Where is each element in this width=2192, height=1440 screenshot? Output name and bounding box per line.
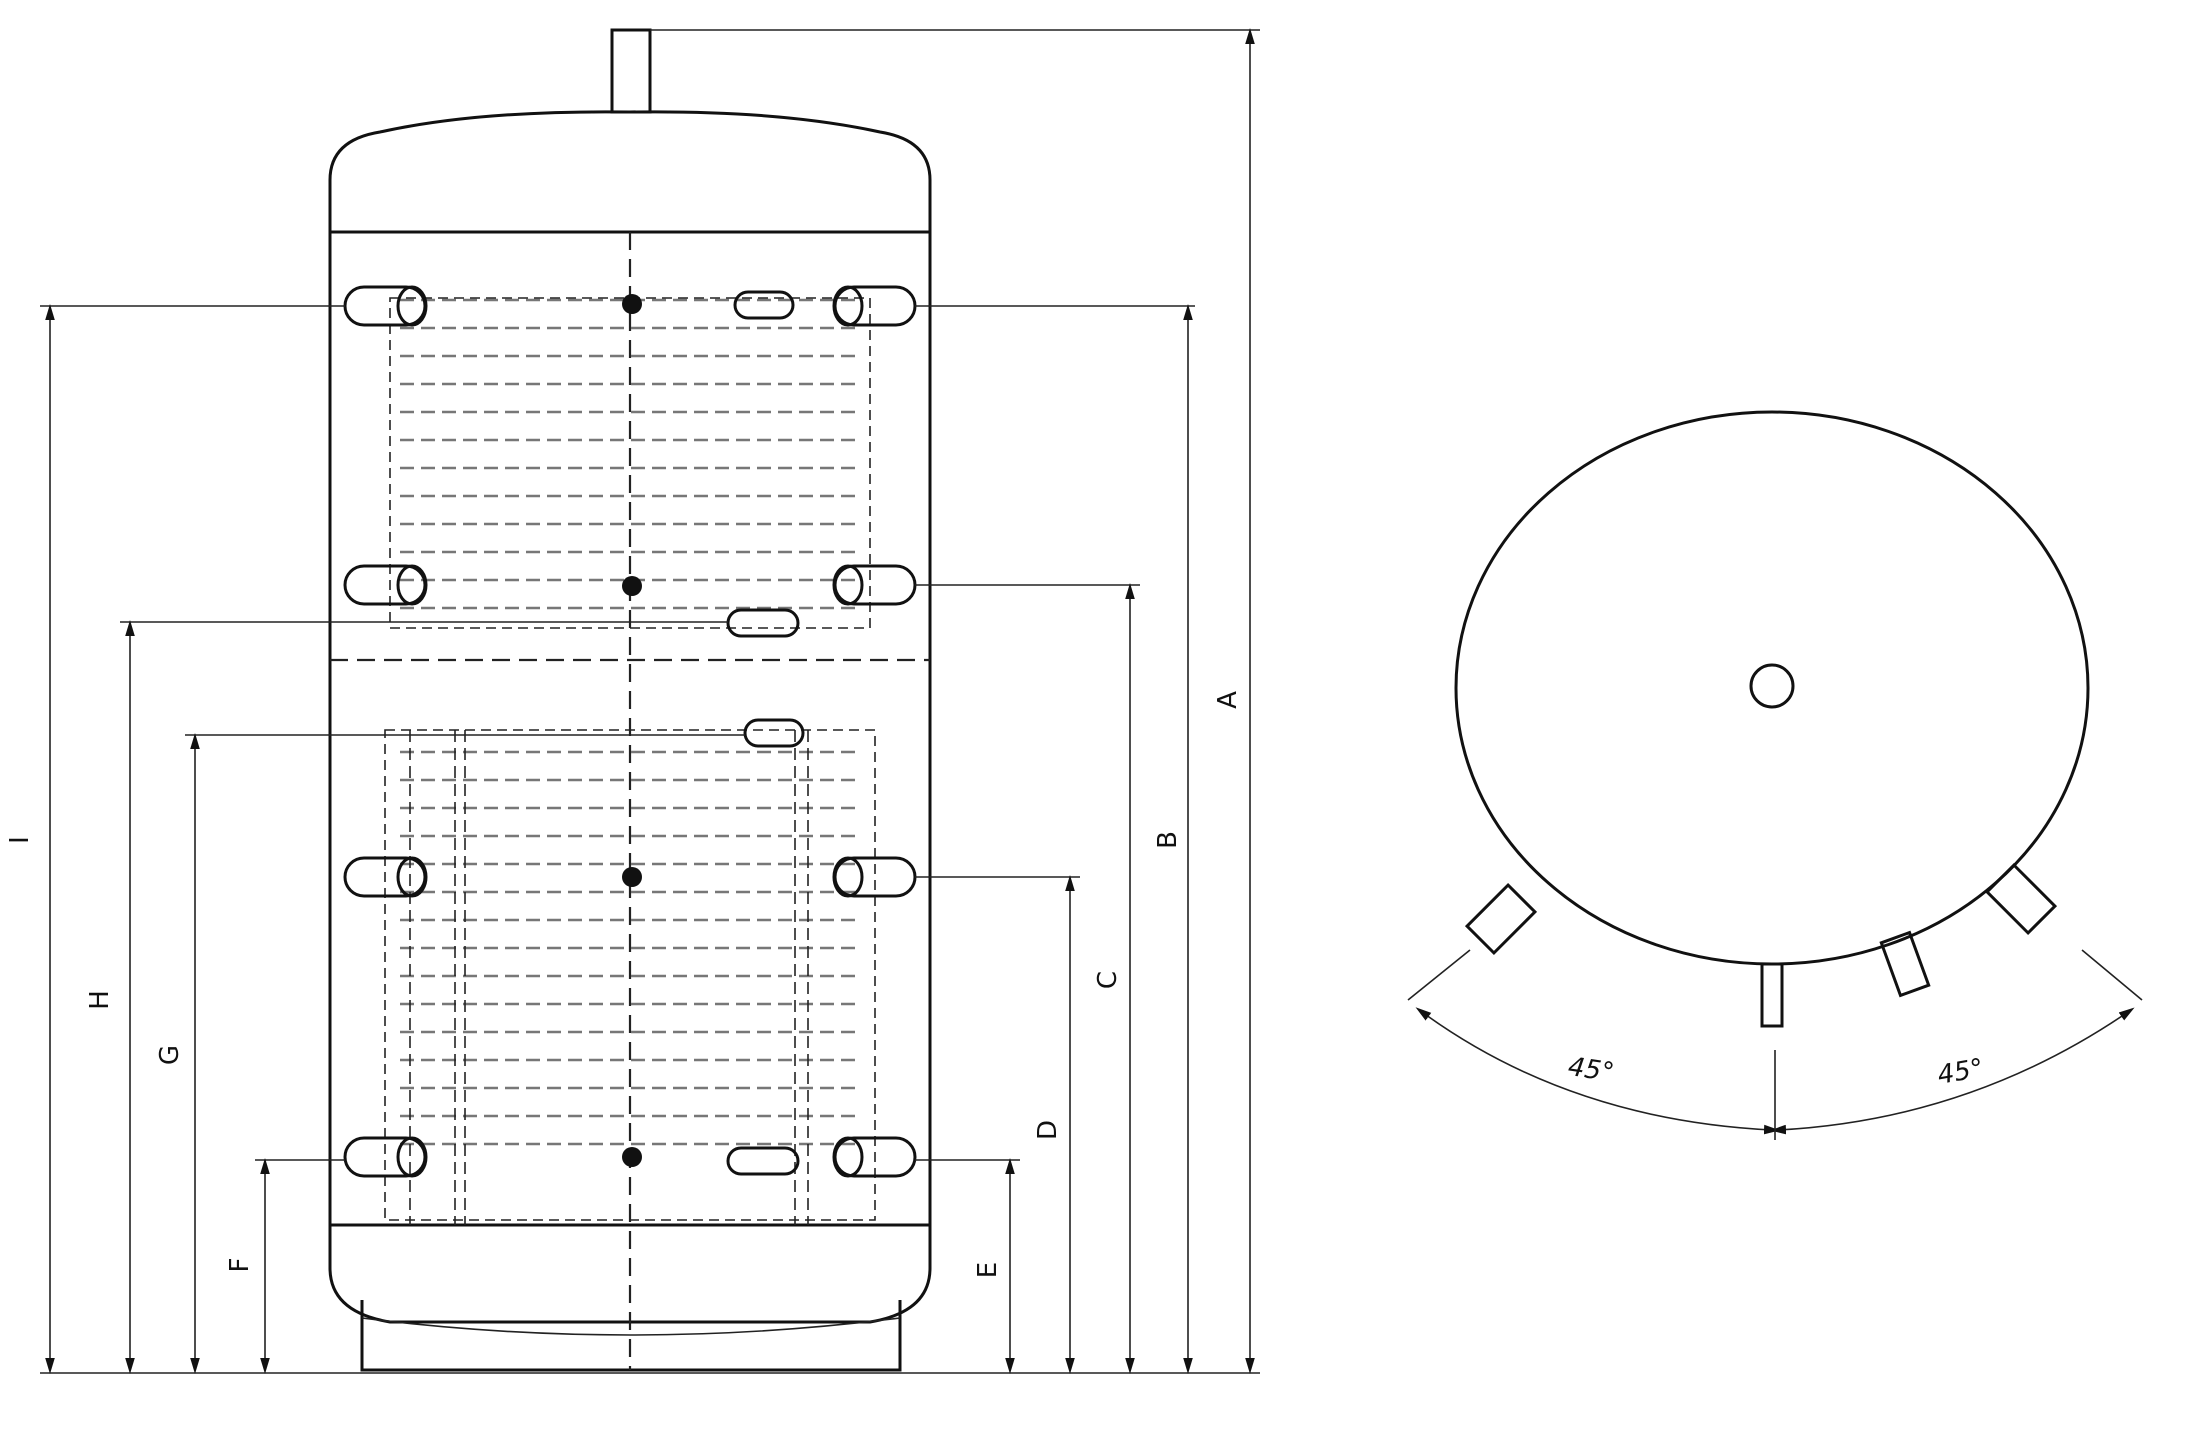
connection-stub — [1984, 862, 2058, 936]
sensor-port — [622, 1147, 642, 1167]
sensor-port — [622, 867, 642, 887]
angle-label-left: 45° — [1566, 1052, 1616, 1088]
top-port — [1749, 663, 1795, 709]
label-I: I — [5, 836, 35, 844]
top-nozzle — [610, 28, 652, 114]
upper-heat-exchanger-coil — [389, 297, 871, 629]
left-connections — [343, 285, 428, 1178]
label-D: D — [1033, 1120, 1063, 1140]
label-C: C — [1093, 971, 1123, 989]
connection-stub — [1464, 882, 1538, 956]
tank-top-circle — [1454, 410, 2090, 966]
label-B: B — [1153, 831, 1183, 849]
tank-side-view — [328, 28, 932, 1372]
label-H: H — [85, 990, 115, 1010]
connection-stub — [1879, 930, 1931, 998]
dimension-lines: A B C D E I H G F — [5, 28, 1260, 1374]
tank-top-view: 45° 45° — [1407, 410, 2143, 1140]
sensor-port — [622, 294, 642, 314]
connection-stub — [1760, 962, 1784, 1028]
label-A: A — [1213, 691, 1243, 709]
label-G: G — [155, 1045, 185, 1065]
sensor-port — [622, 576, 642, 596]
angle-label-right: 45° — [1935, 1053, 1986, 1091]
label-F: F — [225, 1258, 255, 1273]
label-E: E — [973, 1262, 1003, 1278]
lower-heat-exchanger-coil — [384, 729, 876, 1225]
